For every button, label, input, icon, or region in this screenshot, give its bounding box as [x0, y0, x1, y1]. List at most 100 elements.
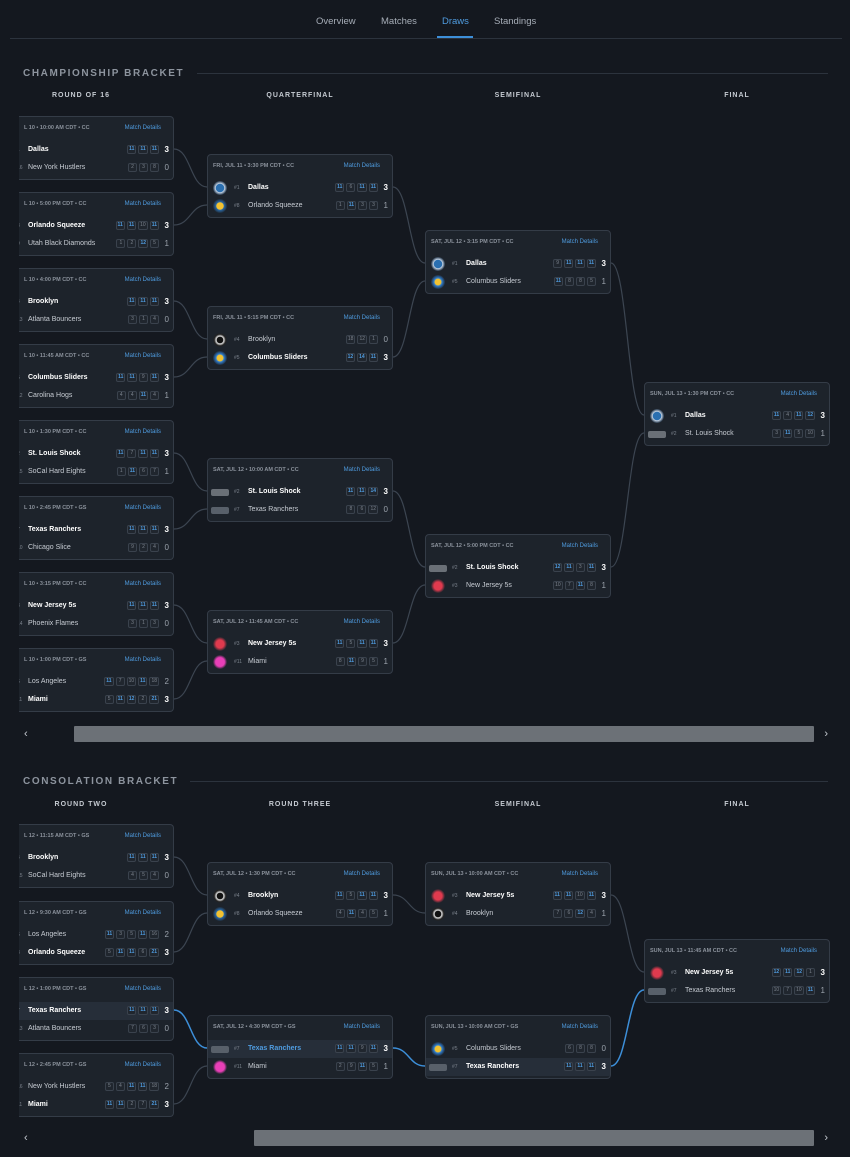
team-name[interactable]: Brooklyn: [248, 892, 279, 899]
team-name[interactable]: New Jersey 5s: [466, 582, 512, 589]
team-name[interactable]: Miami: [248, 1063, 267, 1070]
match-details-link[interactable]: Match Details: [124, 277, 161, 283]
scroll-thumb[interactable]: [254, 1130, 814, 1146]
team-name[interactable]: Phoenix Flames: [28, 620, 79, 627]
team-name[interactable]: Brooklyn: [28, 298, 59, 305]
team-name[interactable]: Brooklyn: [466, 910, 494, 917]
team-name[interactable]: Atlanta Bouncers: [28, 316, 82, 323]
team-name[interactable]: New Jersey 5s: [685, 969, 734, 976]
team-name[interactable]: Texas Ranchers: [466, 1063, 520, 1070]
team-row[interactable]: 11Miami511122213: [19, 691, 173, 709]
match-details-link[interactable]: Match Details: [124, 353, 161, 359]
match-details-link[interactable]: Match Details: [780, 391, 817, 397]
match-details-link[interactable]: Match Details: [124, 833, 161, 839]
match-details-link[interactable]: Match Details: [124, 201, 161, 207]
team-name[interactable]: SoCal Hard Eights: [28, 872, 86, 879]
match-details-link[interactable]: Match Details: [124, 986, 161, 992]
team-name[interactable]: New York Hustlers: [28, 164, 86, 171]
match-details-link[interactable]: Match Details: [343, 163, 380, 169]
team-name[interactable]: Columbus Sliders: [248, 354, 308, 361]
team-name[interactable]: Los Angeles: [28, 678, 67, 685]
tab-matches[interactable]: Matches: [381, 16, 417, 27]
team-name[interactable]: Orlando Squeeze: [248, 202, 303, 209]
team-name[interactable]: St. Louis Shock: [466, 564, 519, 571]
team-name[interactable]: Dallas: [28, 146, 49, 153]
team-name[interactable]: Orlando Squeeze: [28, 949, 86, 956]
team-name[interactable]: Carolina Hogs: [28, 392, 73, 399]
team-name[interactable]: Chicago Slice: [28, 544, 71, 551]
team-name[interactable]: Miami: [28, 696, 48, 703]
match-details-link[interactable]: Match Details: [343, 315, 380, 321]
team-row[interactable]: 11Miami111127213: [19, 1096, 173, 1114]
team-name[interactable]: Texas Ranchers: [685, 987, 736, 994]
team-name[interactable]: Orlando Squeeze: [28, 222, 86, 229]
match-details-link[interactable]: Match Details: [561, 239, 598, 245]
scroll-thumb[interactable]: [74, 726, 814, 742]
team-name[interactable]: New Jersey 5s: [248, 640, 297, 647]
team-name[interactable]: Brooklyn: [248, 336, 276, 343]
team-name[interactable]: Brooklyn: [28, 854, 59, 861]
team-name[interactable]: Los Angeles: [28, 931, 67, 938]
match-details-link[interactable]: Match Details: [343, 619, 380, 625]
team-name[interactable]: Dallas: [466, 260, 487, 267]
team-name[interactable]: Orlando Squeeze: [248, 910, 303, 917]
match-details-link[interactable]: Match Details: [343, 1024, 380, 1030]
team-name[interactable]: St. Louis Shock: [248, 488, 301, 495]
match-details-link[interactable]: Match Details: [124, 1062, 161, 1068]
tab-overview[interactable]: Overview: [316, 16, 356, 27]
match-details-link[interactable]: Match Details: [343, 467, 380, 473]
team-name[interactable]: SoCal Hard Eights: [28, 468, 86, 475]
tab-standings[interactable]: Standings: [494, 16, 537, 27]
team-name[interactable]: Texas Ranchers: [248, 1045, 302, 1052]
match-details-link[interactable]: Match Details: [124, 657, 161, 663]
team-name[interactable]: Dallas: [248, 184, 269, 191]
match-details-link[interactable]: Match Details: [561, 871, 598, 877]
scroll-right-icon[interactable]: ›: [824, 1132, 828, 1144]
team-name[interactable]: New Jersey 5s: [28, 602, 77, 609]
team-name[interactable]: Atlanta Bouncers: [28, 1025, 82, 1032]
horizontal-scrollbar[interactable]: ‹ ›: [18, 1129, 828, 1147]
match-details-link[interactable]: Match Details: [124, 125, 161, 131]
match-details-link[interactable]: Match Details: [124, 505, 161, 511]
tab-draws[interactable]: Draws: [442, 16, 469, 27]
team-name[interactable]: New Jersey 5s: [466, 892, 515, 899]
scroll-left-icon[interactable]: ‹: [24, 1132, 28, 1144]
horizontal-scrollbar[interactable]: ‹ ›: [18, 725, 828, 743]
match-details-link[interactable]: Match Details: [124, 581, 161, 587]
scroll-left-icon[interactable]: ‹: [24, 728, 28, 740]
